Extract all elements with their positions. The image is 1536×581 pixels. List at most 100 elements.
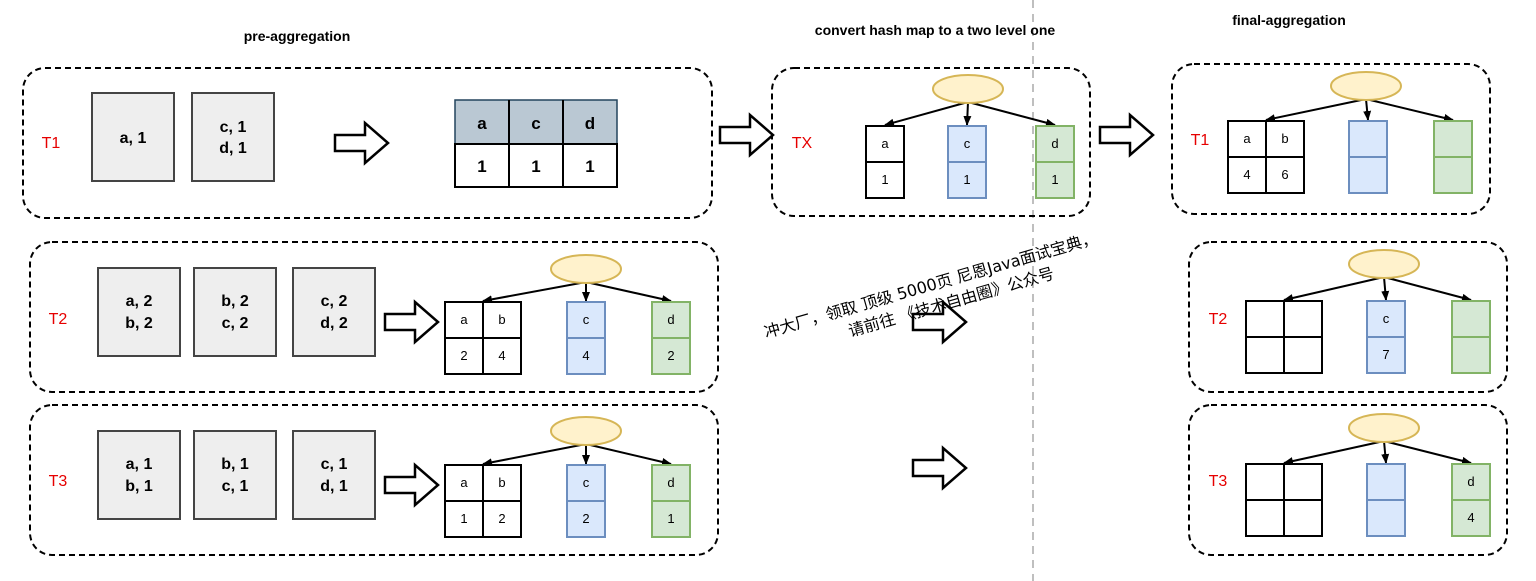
bucket-blue-key: c: [583, 312, 590, 327]
t2-label: T2: [49, 311, 68, 328]
bucket-green-value: 4: [1467, 510, 1474, 525]
tree-edge: [1363, 98, 1372, 121]
tree-edge: [482, 443, 587, 467]
t1-container: [22, 67, 713, 219]
t2-tree: a b 2 4 c 4 d 2: [444, 254, 691, 375]
tx-label: TX: [792, 135, 813, 152]
bucket-blue-value: 2: [582, 511, 589, 526]
tree-edge: [1265, 98, 1367, 123]
grid-cell: 1: [460, 511, 467, 526]
hash-key-a: a: [477, 114, 487, 133]
f3-label: T3: [1209, 473, 1228, 490]
bucket-blue-key: c: [1383, 311, 1390, 326]
bucket-blue-key: c: [964, 136, 971, 151]
tree-edge: [1381, 276, 1390, 301]
t2-block-2-line-2: c, 2: [222, 315, 249, 332]
bucket-green-value: 2: [667, 348, 674, 363]
grid-cell: 6: [1281, 167, 1288, 182]
grid-cell: a: [460, 475, 468, 490]
t2-block-3-line-1: c, 2: [321, 293, 348, 310]
t1-block-2-line-1: c, 1: [220, 119, 247, 136]
grid-cell: 2: [460, 348, 467, 363]
t2-block-3-line-2: d, 2: [320, 315, 348, 332]
t2-block-2-line-1: b, 2: [221, 293, 249, 310]
f3-tree: d4: [1245, 413, 1491, 537]
tree-edge: [1383, 440, 1472, 465]
t3-block-2-line-1: b, 1: [221, 456, 249, 473]
t3-block-3: [292, 430, 376, 520]
hash-root-node: [1348, 413, 1420, 443]
t1-block-2: [191, 92, 275, 182]
tree-edge: [1383, 276, 1472, 302]
grid-cell: 2: [498, 511, 505, 526]
hash-root-node: [550, 254, 622, 284]
t2-block-1-line-2: b, 2: [125, 315, 153, 332]
t3-block-3-line-2: d, 1: [320, 478, 348, 495]
hash-value-d: 1: [585, 157, 594, 176]
grid-cell: 4: [498, 348, 505, 363]
hash-value-a: 1: [477, 157, 486, 176]
f2-container: [1188, 241, 1508, 393]
block-arrow: [1098, 112, 1155, 158]
hash-value-c: 1: [531, 157, 540, 176]
t2-block-1-line-1: a, 2: [126, 293, 153, 310]
bucket-blue-value: 1: [963, 172, 970, 187]
t3-label: T3: [49, 473, 68, 490]
t1-label: T1: [42, 135, 61, 152]
t1-block-2-line-2: d, 1: [219, 140, 247, 157]
hash-key-c: c: [531, 114, 540, 133]
grid-cell: a: [1243, 131, 1251, 146]
bucket-white-key: a: [881, 136, 889, 151]
grid-cell: b: [498, 475, 505, 490]
bucket-green-key: d: [1467, 474, 1474, 489]
bucket-white-value: 1: [881, 172, 888, 187]
t3-block-2: [193, 430, 277, 520]
f2-label: T2: [1209, 311, 1228, 328]
grid-cell: b: [498, 312, 505, 327]
hash-key-d: d: [585, 114, 595, 133]
tree-edge: [1283, 276, 1385, 302]
two-level-trees: a b 2 4 c 4 d 2 a b 1 2 c 2 d 1 a 1 c 1 d 1 a b 4 6 c 7 d4: [444, 71, 1491, 538]
t1-block-1-line-1: a, 1: [120, 130, 147, 147]
convert-title: convert hash map to a two level one: [815, 22, 1056, 38]
tx-container: [771, 67, 1091, 217]
tree-edge: [482, 281, 587, 304]
bucket-green-value: 1: [1051, 172, 1058, 187]
t1-block-1: [91, 92, 175, 182]
bucket-blue-value: 7: [1382, 347, 1389, 362]
tree-edge: [884, 101, 969, 127]
watermark: 冲大厂，领取 顶级 5000页 尼恩Java面试宝典， 请前往 《技术自由圈》公…: [762, 228, 1100, 342]
t3-block-3-line-1: c, 1: [321, 456, 348, 473]
block-arrow: [911, 445, 968, 491]
bucket-green-value: 1: [667, 511, 674, 526]
hash-root-node: [1348, 249, 1420, 279]
block-arrows: [333, 112, 1155, 508]
tree-edge: [585, 281, 672, 303]
tree-edge: [1381, 440, 1390, 464]
t2-block-1: [97, 267, 181, 357]
block-arrow: [911, 299, 968, 345]
hash-root-node: [550, 416, 622, 446]
bucket-blue-value: 4: [582, 348, 589, 363]
block-arrow: [718, 112, 775, 158]
final-aggregation-title: final-aggregation: [1232, 12, 1346, 28]
f1-container: [1171, 63, 1491, 215]
f3-container: [1188, 404, 1508, 556]
t3-block-1-line-1: a, 1: [126, 456, 153, 473]
tree-edge: [967, 101, 1056, 127]
bucket-green-key: d: [667, 312, 674, 327]
block-arrow: [383, 462, 440, 508]
tree-edge: [585, 443, 672, 466]
grid-cell: a: [460, 312, 468, 327]
t2-block-2: [193, 267, 277, 357]
block-arrow: [333, 120, 390, 166]
grid-cell: b: [1281, 131, 1288, 146]
hash-root-node: [932, 74, 1004, 104]
pre-aggregation-title: pre-aggregation: [244, 28, 351, 44]
t1-hash-table: a c d 1 1 1: [454, 99, 618, 188]
bucket-blue-key: c: [583, 475, 590, 490]
t3-container: [29, 404, 719, 556]
t3-block-2-line-2: c, 1: [222, 478, 249, 495]
